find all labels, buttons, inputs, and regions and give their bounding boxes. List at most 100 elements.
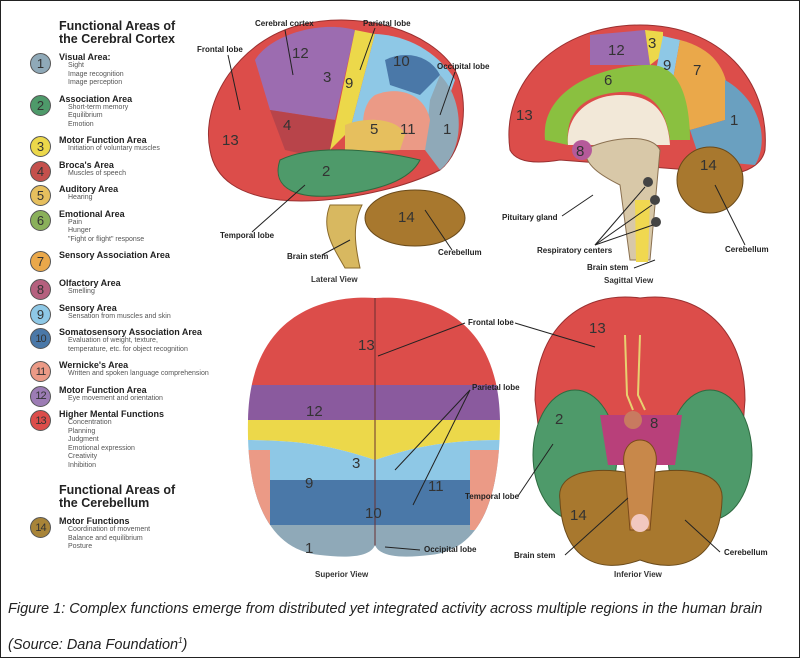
legend-badge-11: 11 [30, 361, 51, 382]
lateral-area-4 [270, 110, 335, 160]
lateral-num-2: 2 [322, 163, 330, 180]
sagittal-label-brain-stem: Brain stem [587, 263, 629, 272]
legend-item-detail: Pain [68, 218, 83, 226]
legend-item-detail: Hunger [68, 227, 91, 234]
legend-item-detail: Written and spoken language comprehensio… [68, 370, 209, 377]
lateral-label-cerebellum: Cerebellum [438, 248, 482, 257]
legend-item-detail: Short-term memory [68, 103, 129, 111]
legend-item-detail: Evaluation of weight, texture, [68, 337, 158, 344]
lateral-brain-stem [326, 204, 363, 269]
inferior-label-brain-stem: Brain stem [514, 551, 556, 560]
superior-num-11: 11 [428, 478, 444, 495]
legend-item-title: Visual Area: [59, 52, 111, 62]
inferior-olfactory-tracts [624, 334, 646, 411]
legend-item-detail: Smelling [68, 288, 95, 295]
legend-cortex-title: Functional Areas of the Cerebral Cortex [30, 20, 230, 46]
sagittal-spinal [635, 200, 650, 262]
legend-item-title: Broca's Area [59, 159, 114, 170]
legend-item-detail: Emotional expression [68, 444, 135, 452]
legend-item-detail: Equilibrium [68, 112, 103, 119]
lateral-leader-lines [227, 27, 456, 256]
legend-item-title: Wernicke's Area [59, 360, 129, 370]
legend-item-detail: Sensation from muscles and skin [68, 312, 171, 320]
sagittal-area-3 [645, 30, 663, 65]
sagittal-num-6: 6 [604, 72, 612, 89]
legend-badge-10: 10 [30, 328, 51, 349]
brain-illustrations: 13 12 3 9 10 1 4 5 11 2 14 [208, 19, 766, 566]
sagittal-num-14: 14 [700, 157, 717, 174]
legend-item-title: Motor Functions [59, 516, 130, 526]
superior-view-illustration: 13 12 3 9 11 10 1 [247, 297, 500, 557]
legend-item-title: Motor Function Area [59, 384, 147, 395]
lateral-label-occipital-lobe: Occipital lobe [437, 62, 490, 71]
superior-label-occipital-lobe: Occipital lobe [424, 545, 477, 554]
lateral-area-1 [425, 75, 459, 170]
lateral-area-10 [385, 55, 440, 95]
lateral-num-12: 12 [292, 45, 309, 62]
sagittal-corpus-callosum [567, 95, 670, 145]
lateral-num-14: 14 [398, 209, 415, 226]
inferior-view-illustration: 13 2 8 14 [514, 296, 753, 566]
lateral-area-12 [255, 26, 355, 120]
legend-badge-5: 5 [30, 185, 51, 206]
sagittal-respiratory-spots [643, 177, 661, 227]
legend-item-detail: Muscles of speech [68, 169, 126, 177]
sagittal-num-3: 3 [648, 35, 656, 52]
sagittal-label-cerebellum: Cerebellum [725, 245, 769, 254]
lateral-label-temporal-lobe: Temporal lobe [220, 231, 275, 240]
superior-label-parietal-lobe: Parietal lobe [472, 383, 520, 392]
sagittal-leader-lines [561, 184, 746, 269]
legend-item-detail: temperature, etc. for object recognition [68, 345, 188, 353]
inferior-num-2: 2 [555, 411, 563, 428]
lateral-num-3: 3 [323, 69, 331, 86]
figure-caption-text: Figure 1: Complex functions emerge from … [8, 601, 763, 653]
legend-badge-12: 12 [30, 385, 51, 407]
legend-item-detail: Concentration [68, 419, 112, 426]
inferior-label-cerebellum: Cerebellum [724, 548, 768, 557]
legend-item-title: Association Area [59, 93, 133, 104]
legend-item-title: Sensory Association Area [59, 250, 170, 260]
legend-item-detail: Emotion [68, 120, 94, 128]
superior-num-1: 1 [305, 540, 313, 557]
legend-item-detail: Hearing [68, 194, 93, 201]
figure-caption-footnote: 1 [178, 636, 183, 645]
lateral-area-5 [345, 119, 405, 152]
legend-badge-1: 1 [30, 53, 51, 74]
legend-badge-3: 3 [30, 136, 51, 157]
legend-item-detail: "Fight or flight" response [68, 235, 145, 243]
sagittal-num-1: 1 [730, 112, 738, 129]
sagittal-area-6 [544, 65, 690, 145]
sagittal-num-9: 9 [663, 57, 671, 74]
superior-num-9: 9 [305, 475, 313, 492]
legend-cortex-title-line2: the Cerebral Cortex [59, 32, 176, 46]
inferior-leader-lines [514, 322, 721, 556]
inferior-num-14: 14 [570, 507, 587, 524]
superior-num-12: 12 [306, 403, 323, 420]
legend-item-title: Auditory Area [59, 184, 119, 194]
lateral-num-1: 1 [443, 121, 451, 138]
legend-item-detail: Judgment [68, 436, 99, 443]
lateral-label-parietal-lobe: Parietal lobe [363, 19, 411, 28]
legend-item-title: Emotional Area [59, 208, 125, 219]
legend: Functional Areas of the Cerebral Cortex … [30, 20, 230, 552]
figure-caption-close: ) [182, 636, 188, 653]
sagittal-view-illustration: 12 3 9 7 6 13 1 8 14 [508, 24, 766, 269]
lateral-label-brain-stem: Brain stem [287, 252, 329, 261]
sagittal-num-12: 12 [608, 42, 625, 59]
legend-badge-14: 14 [30, 517, 51, 538]
legend-item-title: Somatosensory Association Area [59, 327, 202, 337]
legend-badge-2: 2 [30, 94, 51, 116]
lateral-num-13: 13 [222, 132, 239, 149]
legend-item-detail: Posture [68, 543, 93, 550]
